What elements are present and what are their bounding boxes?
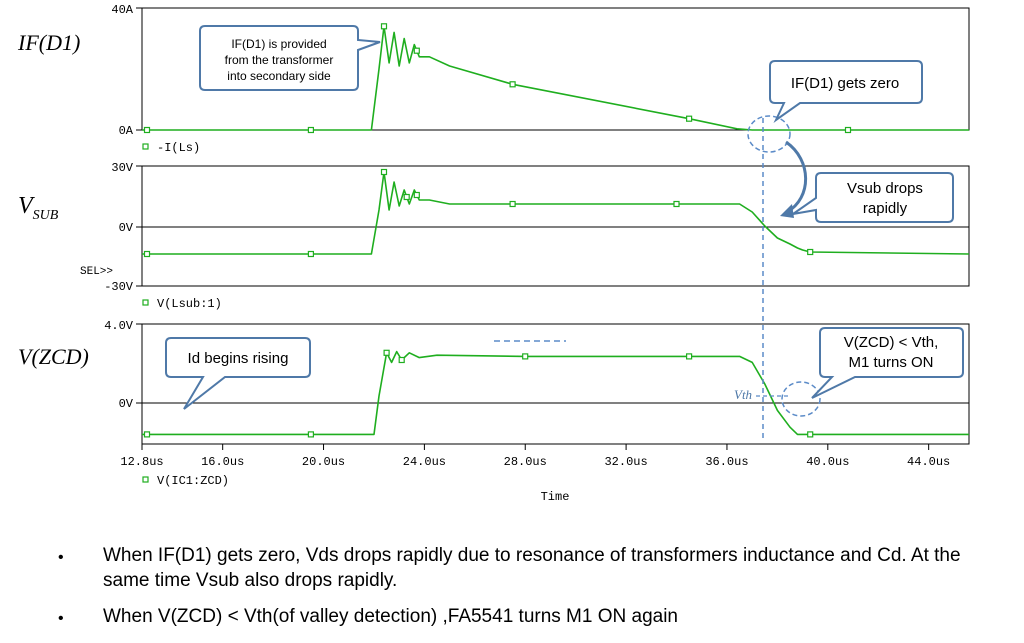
trace-marker bbox=[143, 126, 151, 134]
callout-zcd-line2: M1 turns ON bbox=[848, 354, 933, 371]
x-tick-label: 32.0us bbox=[604, 455, 647, 469]
trace-marker bbox=[380, 23, 388, 30]
callout-if-line1: IF(D1) is provided bbox=[231, 37, 326, 51]
trace-marker bbox=[307, 250, 314, 258]
trace-marker bbox=[807, 431, 814, 438]
trace-marker bbox=[844, 126, 852, 134]
trace-line-0 bbox=[142, 25, 969, 131]
x-tick-label: 36.0us bbox=[705, 455, 748, 469]
legend-marker-zcd bbox=[142, 476, 149, 483]
y-tick-30v: 30V bbox=[111, 161, 133, 175]
curved-arrow-head bbox=[780, 204, 794, 218]
bullet-text-1: When IF(D1) gets zero, Vds drops rapidly… bbox=[103, 545, 961, 591]
callout-zcd-vth: V(ZCD) < Vth, M1 turns ON bbox=[811, 327, 964, 399]
callout-if-zero-text: IF(D1) gets zero bbox=[791, 75, 899, 92]
trace-marker bbox=[143, 250, 151, 258]
x-tick-label: 40.0us bbox=[806, 455, 849, 469]
trace-marker bbox=[413, 47, 420, 54]
y-tick-40a: 40A bbox=[111, 3, 133, 17]
trace-marker bbox=[685, 353, 693, 360]
trace-marker bbox=[307, 126, 314, 134]
x-tick-label: 44.0us bbox=[907, 455, 950, 469]
panel-frame-vsub bbox=[141, 165, 970, 287]
bullet-text-2: When V(ZCD) < Vth(of valley detection) ,… bbox=[103, 606, 679, 627]
callout-vsub-line2: rapidly bbox=[863, 200, 908, 217]
legend-name-if: -I(Ls) bbox=[157, 141, 200, 155]
x-tick-label: 20.0us bbox=[302, 455, 345, 469]
bullet-dot: • bbox=[58, 549, 64, 566]
callout-if-provided: IF(D1) is provided from the transformer … bbox=[199, 25, 381, 91]
x-axis-label: Time bbox=[541, 490, 570, 504]
trace-marker bbox=[398, 356, 405, 364]
vth-label: Vth bbox=[734, 387, 752, 402]
bullet-dot: • bbox=[58, 610, 64, 627]
legend-marker-vsub bbox=[142, 299, 149, 306]
curved-arrow bbox=[785, 140, 808, 214]
panel-label-zcd: V(ZCD) bbox=[18, 344, 89, 369]
panel-label-vsub-main: V bbox=[18, 193, 35, 219]
callout-id-text: Id begins rising bbox=[188, 350, 289, 367]
panel-label-vsub-sub: SUB bbox=[33, 208, 59, 223]
trace-marker bbox=[673, 200, 680, 208]
trace-marker bbox=[403, 193, 410, 201]
callout-zcd-line1: V(ZCD) < Vth, bbox=[844, 334, 939, 351]
trace-marker bbox=[143, 431, 151, 438]
callout-if-line2: from the transformer bbox=[225, 53, 334, 67]
callout-vsub: Vsub drops rapidly bbox=[792, 172, 954, 223]
panel-frame-if bbox=[141, 7, 970, 131]
y-tick-0v-zcd: 0V bbox=[119, 397, 134, 411]
y-tick-0v-sub: 0V bbox=[119, 221, 134, 235]
trace-marker bbox=[383, 349, 390, 356]
x-tick-label: 16.0us bbox=[201, 455, 244, 469]
callout-vsub-line1: Vsub drops bbox=[847, 180, 923, 197]
legend-marker-if bbox=[142, 143, 149, 150]
trace-marker bbox=[509, 81, 516, 88]
x-tick-label: 24.0us bbox=[403, 455, 446, 469]
legend-name-zcd: V(IC1:ZCD) bbox=[157, 474, 229, 488]
panel-label-vsub: VSUB bbox=[18, 193, 59, 223]
dashed-ellipse-vth bbox=[781, 381, 821, 417]
y-tick-4v: 4.0V bbox=[104, 319, 134, 333]
trace-marker bbox=[413, 191, 420, 199]
callout-if-zero: IF(D1) gets zero bbox=[769, 60, 923, 124]
x-tick-label: 28.0us bbox=[504, 455, 547, 469]
trace-marker bbox=[522, 353, 529, 360]
trace-marker bbox=[307, 431, 314, 438]
callout-id-rising: Id begins rising bbox=[165, 337, 311, 410]
x-tick-label: 12.8us bbox=[120, 455, 163, 469]
panel-label-if: IF(D1) bbox=[17, 30, 80, 55]
trace-marker bbox=[380, 168, 388, 176]
trace-marker bbox=[509, 200, 516, 208]
trace-line-2 bbox=[142, 350, 969, 436]
dashed-ellipse-zero bbox=[747, 115, 791, 153]
sel-marker: SEL>> bbox=[80, 266, 113, 278]
trace-marker bbox=[685, 115, 693, 122]
legend-name-vsub: V(Lsub:1) bbox=[157, 297, 222, 311]
y-tick-0a: 0A bbox=[119, 124, 134, 138]
panel-frame-zcd bbox=[141, 323, 970, 445]
trace-marker bbox=[807, 248, 814, 256]
callout-if-line3: into secondary side bbox=[227, 69, 331, 83]
y-tick-m30v: -30V bbox=[104, 280, 134, 294]
